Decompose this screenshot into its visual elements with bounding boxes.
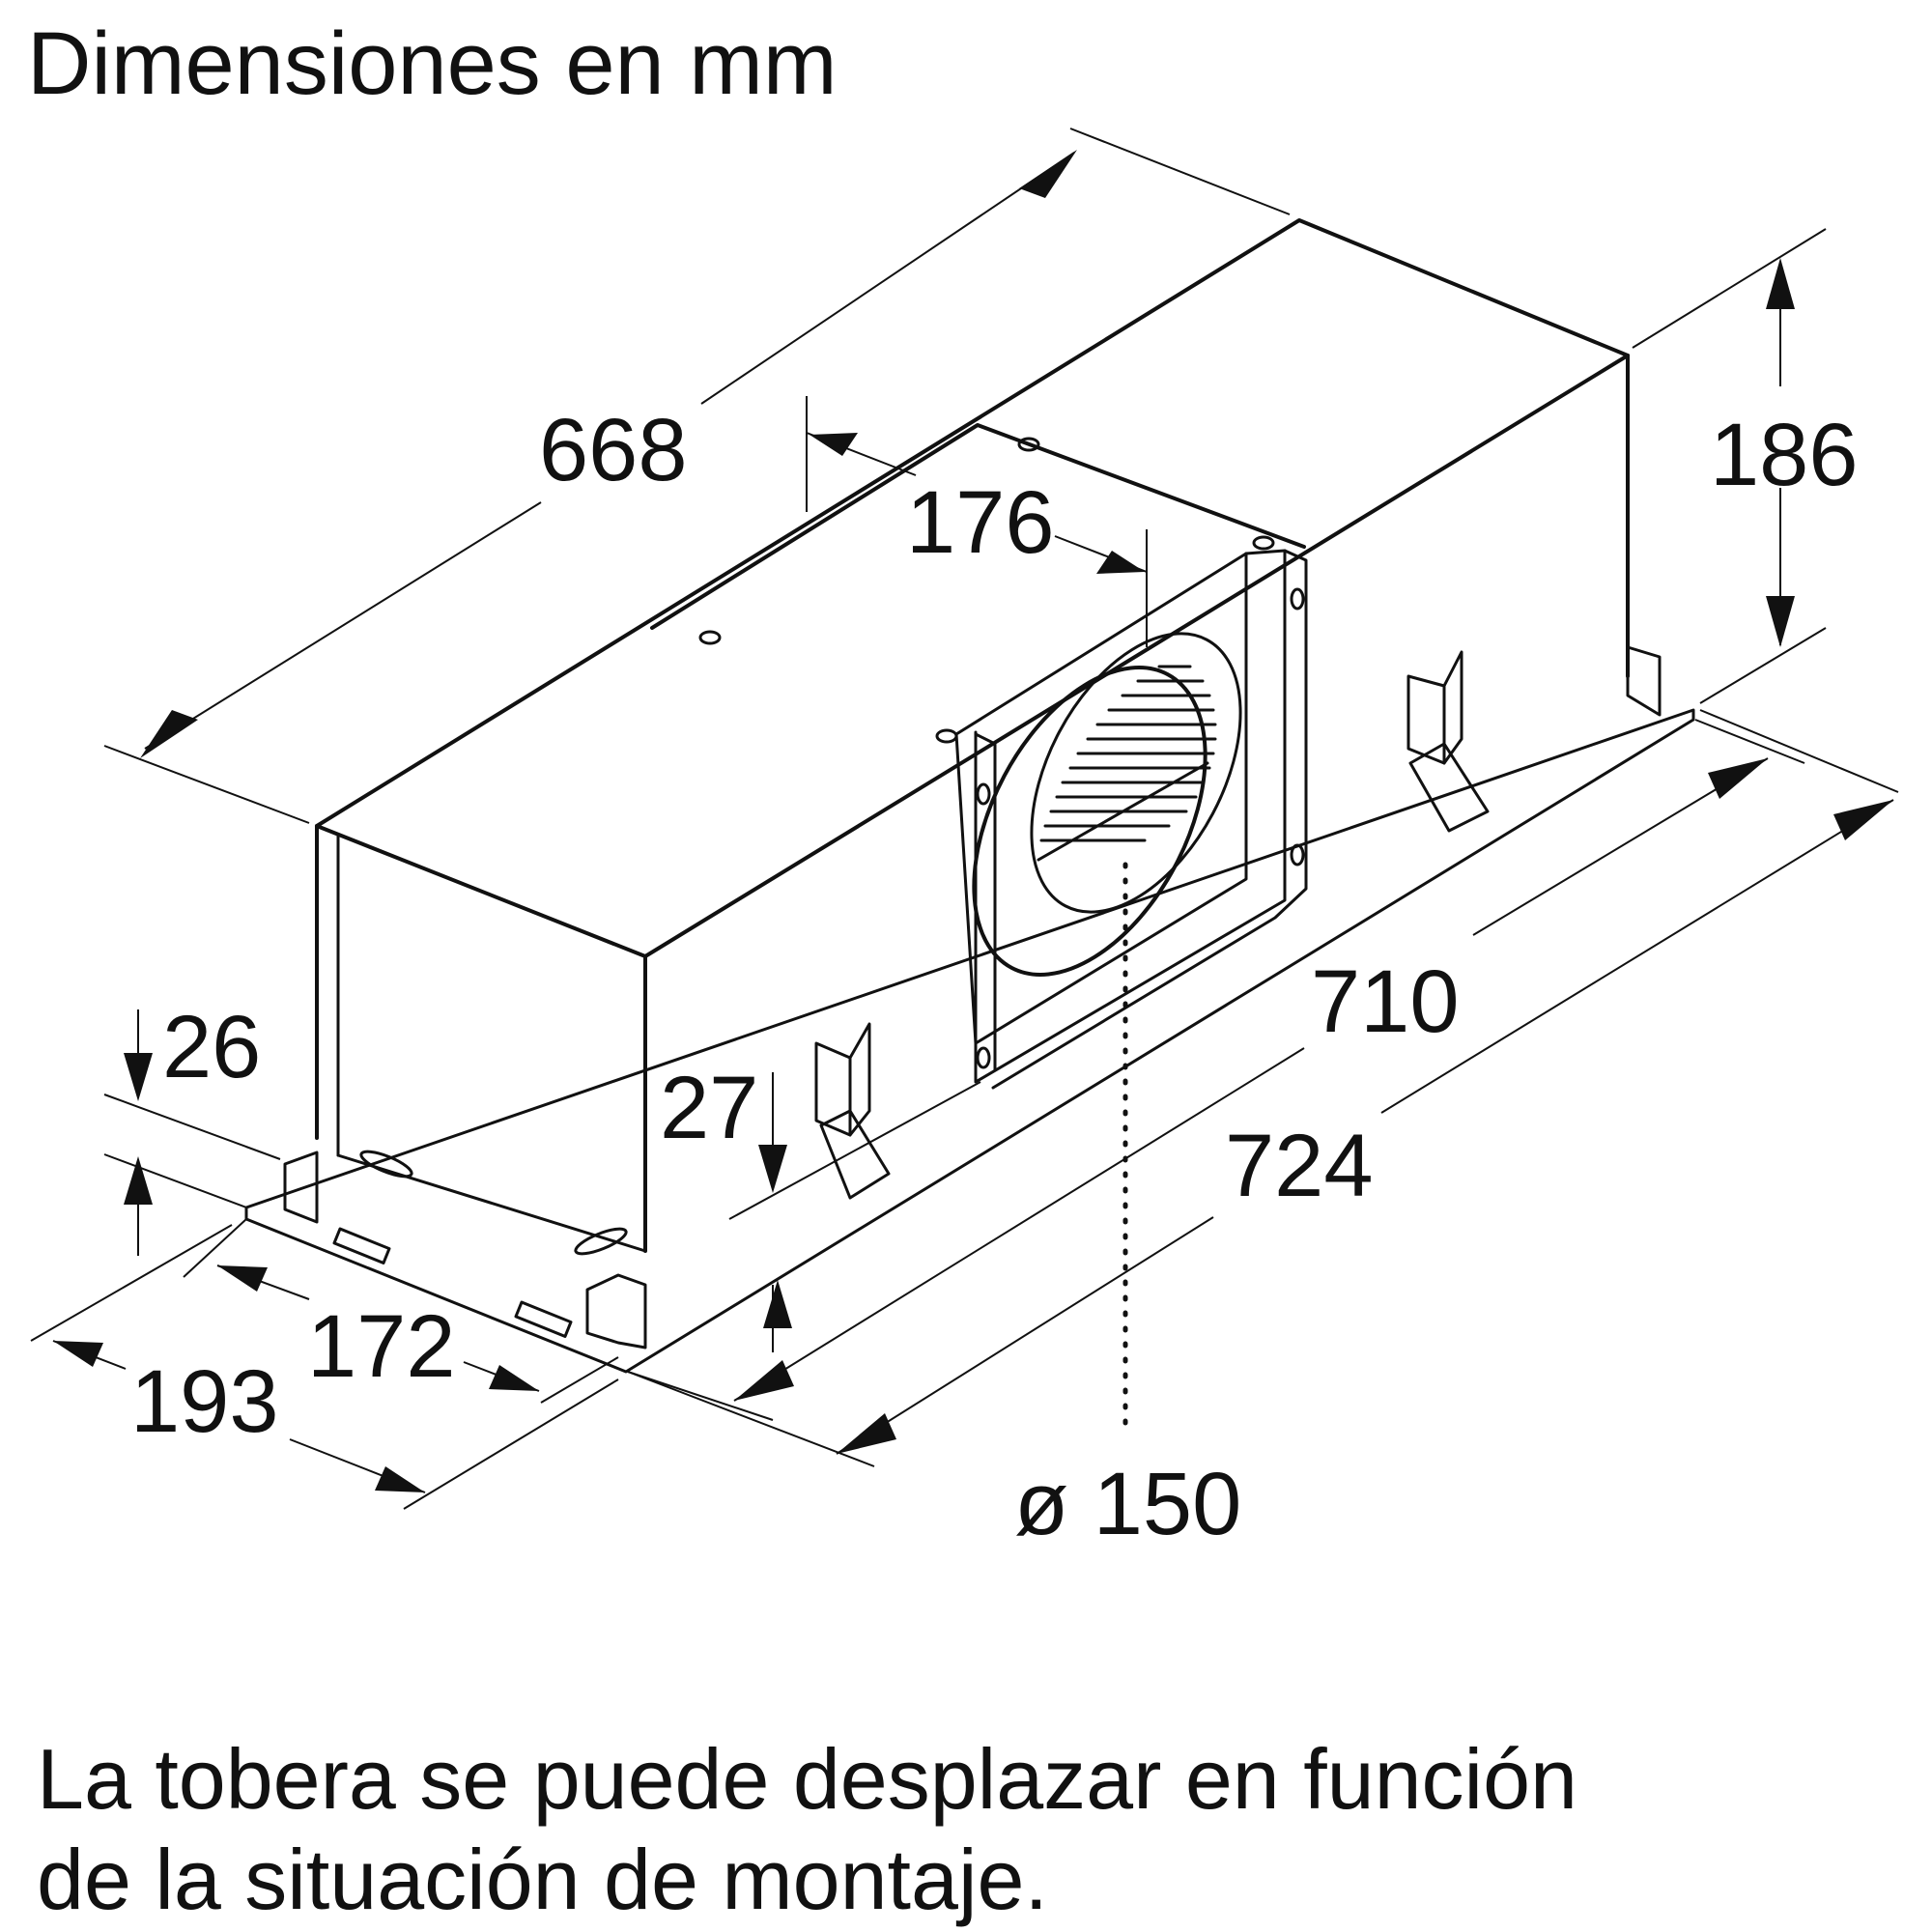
dim-label-724: 724 <box>1225 1117 1374 1215</box>
arrow-172-end <box>489 1365 539 1391</box>
arrow-668-end <box>1019 150 1077 198</box>
dimension-lines <box>30 128 1899 1510</box>
dim-label-27: 27 <box>660 1059 758 1157</box>
arrow-26-down <box>124 1053 153 1101</box>
mounting-note-line-2: de la situación de montaje. <box>37 1832 1048 1927</box>
dim-label-176: 176 <box>906 473 1055 572</box>
nozzle <box>972 632 1242 977</box>
dim-label-26: 26 <box>162 998 261 1096</box>
dim-label-710: 710 <box>1311 952 1460 1051</box>
dim-label-172: 172 <box>307 1297 456 1396</box>
arrow-26-up <box>124 1156 153 1205</box>
mounting-note-line-1: La tobera se puede desplazar en función <box>37 1731 1577 1827</box>
screw-slots <box>332 437 1305 1338</box>
page-title: Dimensiones en mm <box>27 14 838 113</box>
arrow-176-start <box>810 433 858 456</box>
arrow-724-end <box>1833 800 1893 840</box>
arrow-193-start <box>53 1341 103 1367</box>
arrow-27-up <box>763 1280 792 1328</box>
mounting-clips <box>814 650 1490 1200</box>
arrow-172-start <box>217 1265 268 1292</box>
nozzle-grille <box>1039 665 1217 842</box>
arrow-724-start <box>837 1413 896 1454</box>
arrow-668-start <box>140 710 198 758</box>
arrow-27-down <box>758 1145 787 1193</box>
mounting-note: La tobera se puede desplazar en función … <box>37 1729 1872 1930</box>
housing-outline <box>244 218 1695 1374</box>
arrow-186-top <box>1766 258 1795 309</box>
arrow-193-end <box>375 1466 425 1492</box>
dim-label-186: 186 <box>1710 406 1859 504</box>
dim-label-diameter: ø 150 <box>1014 1455 1241 1553</box>
arrow-176-end <box>1096 551 1145 574</box>
arrow-710-end <box>1708 758 1768 799</box>
arrow-710-start <box>734 1360 794 1401</box>
arrow-186-bottom <box>1766 596 1795 647</box>
dim-label-668: 668 <box>539 401 688 499</box>
dim-label-193: 193 <box>130 1352 279 1451</box>
